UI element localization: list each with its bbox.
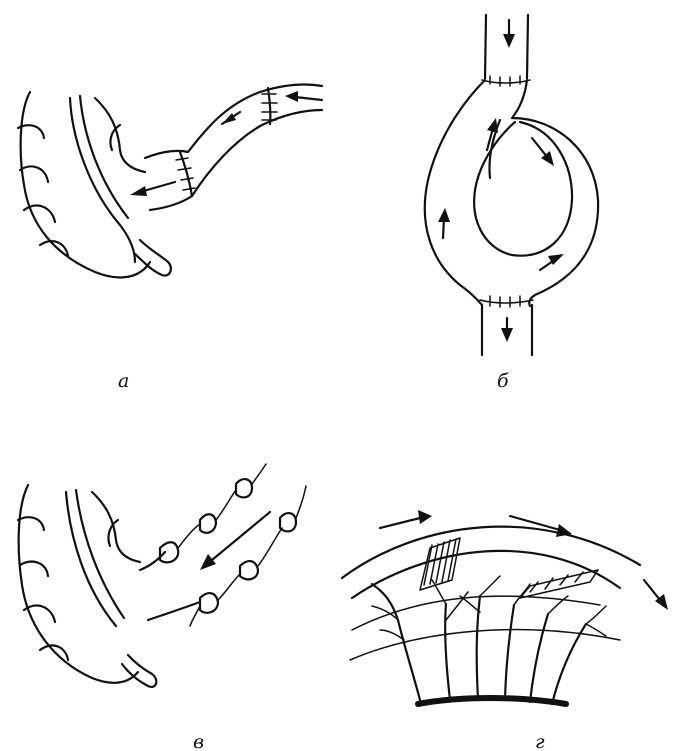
panel-label-a: а [118, 370, 129, 392]
panel-b-drawing [425, 15, 598, 355]
panel-g-drawing [342, 510, 668, 704]
panel-label-v: в [193, 731, 204, 751]
panel-a-drawing [18, 84, 322, 277]
panel-label-g: г [535, 731, 545, 751]
panel-v-drawing [18, 464, 306, 687]
panel-label-b: б [497, 370, 509, 392]
